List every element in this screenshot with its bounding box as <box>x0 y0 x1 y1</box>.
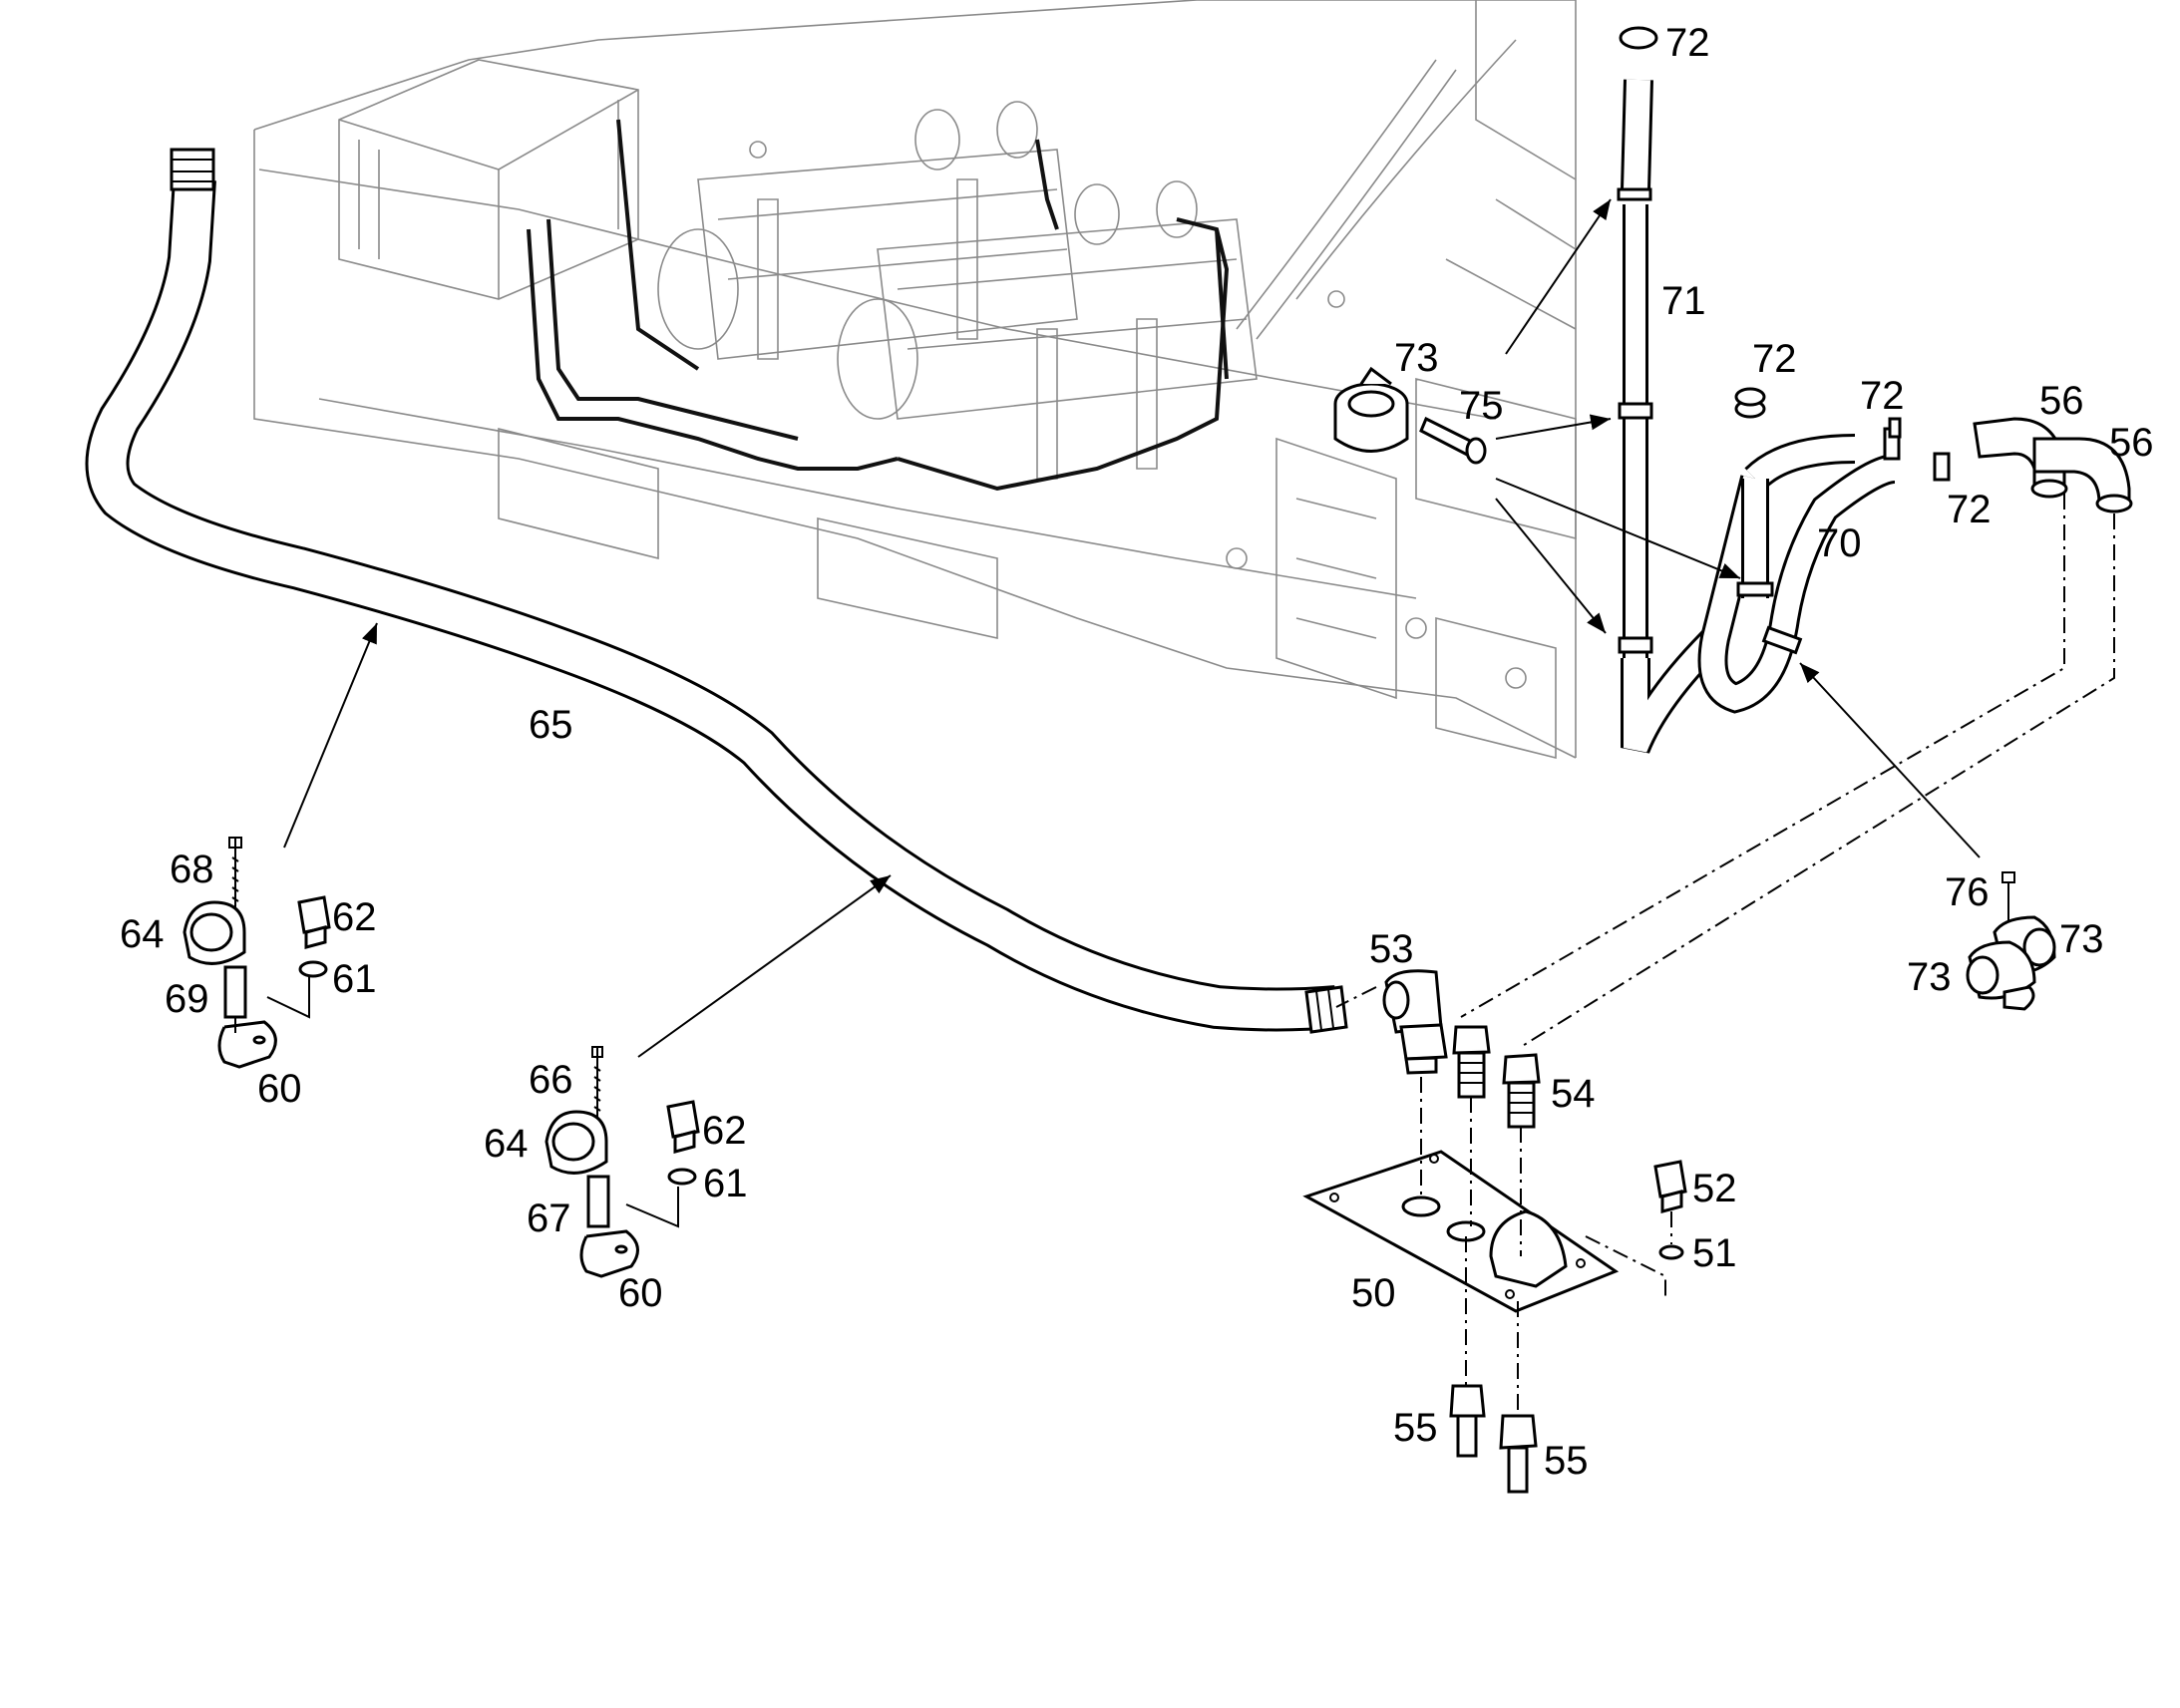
fittings-54 <box>1452 1025 1541 1129</box>
label-67: 67 <box>527 1196 571 1240</box>
part-number-labels: 72 71 73 75 72 72 56 56 72 70 65 68 62 6… <box>120 21 2154 1483</box>
label-55: 55 <box>1544 1439 1589 1483</box>
hoses-70 <box>1697 399 1951 714</box>
hose-65 <box>85 148 1348 1034</box>
label-60: 60 <box>618 1271 663 1315</box>
label-72: 72 <box>1665 21 1710 65</box>
label-61: 61 <box>703 1162 748 1205</box>
label-53: 53 <box>1369 927 1414 971</box>
hose-clamps-72 <box>1619 26 1902 439</box>
clamp-73-top <box>1333 366 1409 453</box>
label-52: 52 <box>1692 1167 1737 1210</box>
label-56: 56 <box>2109 421 2154 465</box>
label-55: 55 <box>1393 1406 1438 1450</box>
machine-background-illustration <box>253 0 1577 760</box>
label-73: 73 <box>2059 917 2104 961</box>
label-66: 66 <box>529 1058 573 1102</box>
label-64: 64 <box>484 1122 529 1166</box>
label-50: 50 <box>1351 1271 1396 1315</box>
label-51: 51 <box>1692 1231 1737 1275</box>
label-61: 61 <box>332 957 377 1001</box>
label-54: 54 <box>1551 1072 1596 1116</box>
clamp-assembly-right <box>1966 871 2056 1011</box>
label-56: 56 <box>2039 379 2084 423</box>
label-60: 60 <box>257 1067 302 1111</box>
bracket-assembly-middle <box>545 1046 700 1278</box>
label-72: 72 <box>1752 337 1797 381</box>
elbow-fitting-53 <box>1382 969 1448 1075</box>
elbow-fittings-56 <box>1973 417 2133 513</box>
label-73: 73 <box>1394 336 1439 380</box>
label-62: 62 <box>332 895 377 939</box>
label-73: 73 <box>1907 955 1952 999</box>
leader-arrows <box>283 198 1981 1058</box>
screw-75 <box>1419 416 1487 465</box>
assembly-centerlines <box>1335 494 2115 1416</box>
bracket-assembly-left <box>182 837 331 1069</box>
label-69: 69 <box>165 977 209 1021</box>
label-62: 62 <box>702 1109 747 1153</box>
label-72: 72 <box>1947 488 1992 531</box>
fittings-55 <box>1449 1384 1538 1494</box>
tube-71 <box>1617 79 1726 754</box>
label-64: 64 <box>120 912 165 956</box>
mounting-plate-50 <box>1302 1150 1620 1313</box>
bolt-52-washer-51 <box>1653 1160 1687 1260</box>
label-71: 71 <box>1661 279 1706 323</box>
label-76: 76 <box>1945 870 1990 914</box>
label-72: 72 <box>1860 374 1905 418</box>
label-65: 65 <box>529 703 573 747</box>
label-68: 68 <box>170 848 214 891</box>
label-75: 75 <box>1459 384 1504 428</box>
label-70: 70 <box>1817 521 1862 565</box>
